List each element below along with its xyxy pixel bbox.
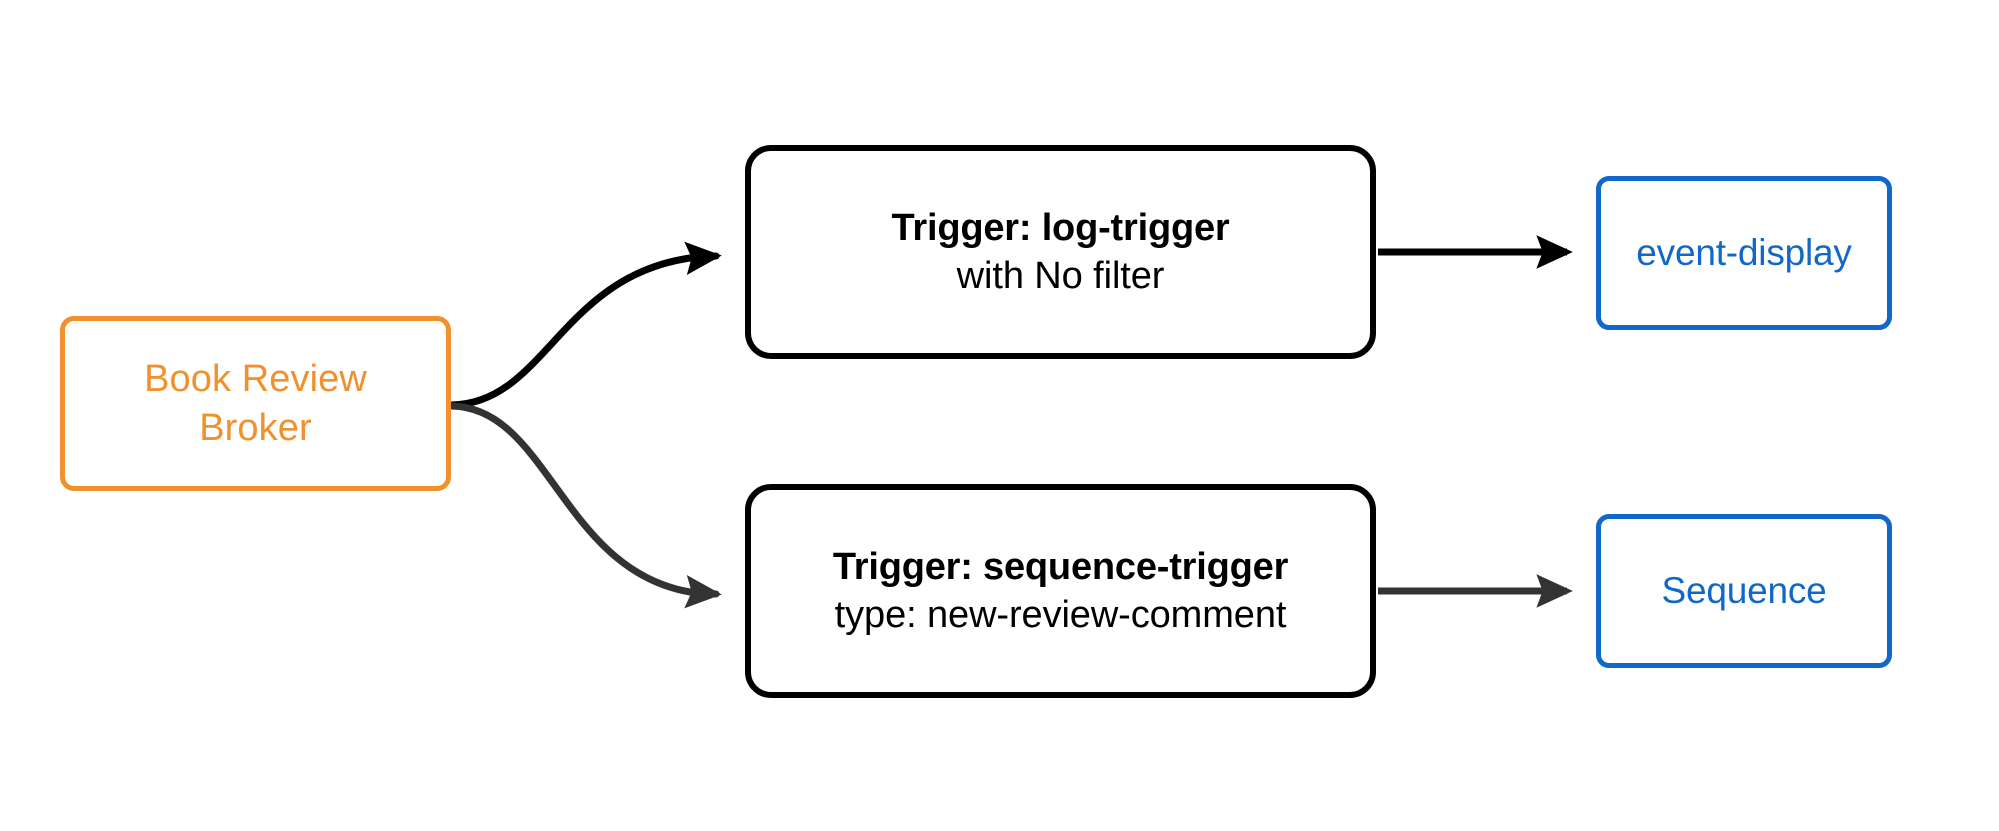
edge-broker-to-log-trigger [448,241,722,409]
trigger-log-subtitle: with No filter [956,255,1165,297]
node-trigger-log-trigger[interactable]: Trigger: log-trigger with No filter [745,145,1376,359]
trigger-log-title: Trigger: log-trigger [891,207,1230,249]
event-display-label: event-display [1636,232,1852,273]
sequence-label: Sequence [1661,570,1827,611]
trigger-sequence-title: Trigger: sequence-trigger [832,546,1289,588]
edge-broker-to-sequence-trigger [448,402,722,609]
broker-label-line2: Broker [199,406,312,449]
node-sequence[interactable]: Sequence [1596,514,1892,668]
node-event-display[interactable]: event-display [1596,176,1892,330]
broker-label-line1: Book Review [144,357,367,400]
node-book-review-broker[interactable]: Book Review Broker [60,316,451,491]
node-trigger-sequence-trigger[interactable]: Trigger: sequence-trigger type: new-revi… [745,484,1376,698]
trigger-sequence-subtitle: type: new-review-comment [834,594,1287,636]
